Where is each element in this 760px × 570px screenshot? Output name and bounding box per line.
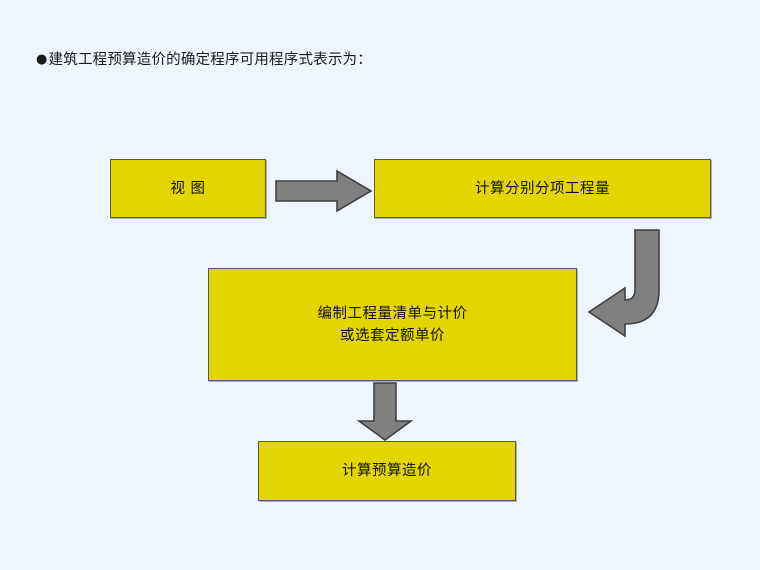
arrow-down-icon bbox=[356, 381, 414, 442]
page-title-text: 建筑工程预算造价的确定程序可用程序式表示为： bbox=[48, 52, 372, 68]
flow-node-boq[interactable]: 编制工程量清单与计价 或选套定额单价 bbox=[208, 268, 577, 381]
flow-node-cost[interactable]: 计算预算造价 bbox=[258, 441, 516, 501]
flow-node-view[interactable]: 视 图 bbox=[110, 159, 266, 218]
flow-node-boq-label: 编制工程量清单与计价 或选套定额单价 bbox=[317, 305, 468, 344]
page-title: ●建筑工程预算造价的确定程序可用程序式表示为： bbox=[36, 50, 372, 70]
bullet-icon: ● bbox=[36, 52, 48, 67]
flow-node-cost-label: 计算预算造价 bbox=[342, 463, 432, 479]
arrow-right-icon bbox=[275, 169, 373, 213]
flow-node-view-label: 视 图 bbox=[170, 180, 206, 197]
arrow-curve-down-left-icon bbox=[585, 228, 665, 353]
flow-node-quantity[interactable]: 计算分别分项工程量 bbox=[374, 159, 711, 218]
flow-node-quantity-label: 计算分别分项工程量 bbox=[475, 180, 610, 197]
